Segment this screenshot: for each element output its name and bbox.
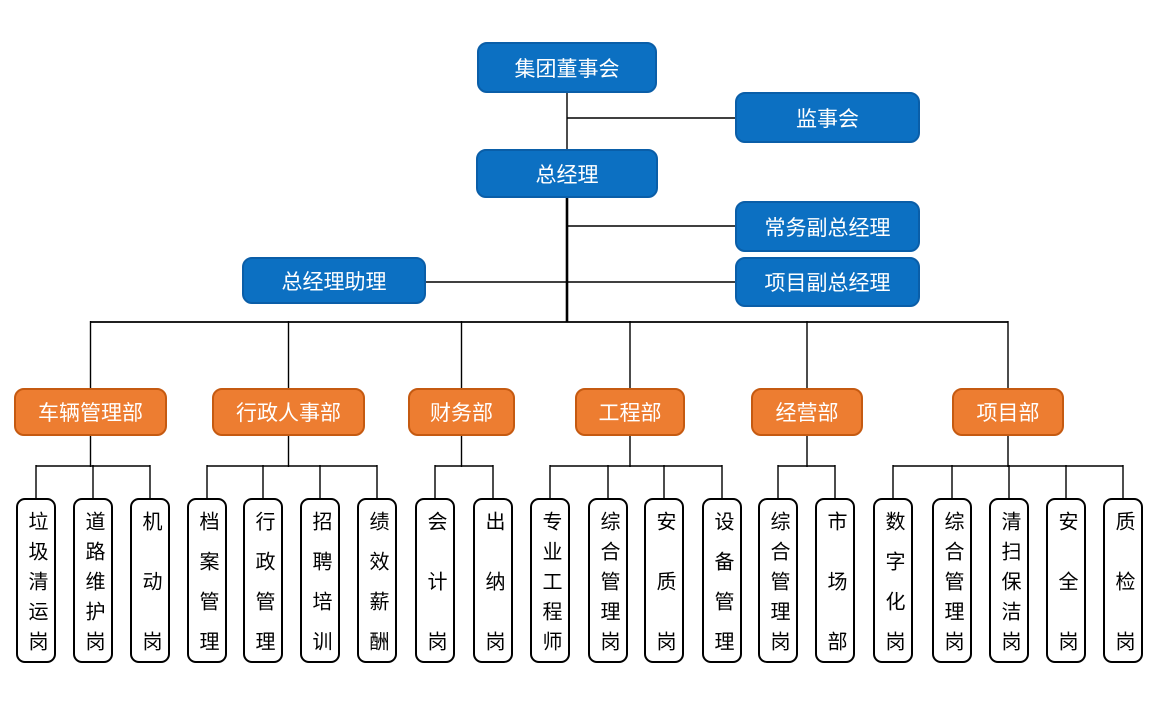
position-node: 会计岗 xyxy=(415,498,455,663)
position-node: 市场部 xyxy=(815,498,855,663)
position-node: 清扫保洁岗 xyxy=(989,498,1029,663)
position-label: 综合管理岗 xyxy=(767,510,789,651)
position-label: 数字化岗 xyxy=(882,510,904,651)
position-node: 设备管理 xyxy=(702,498,742,663)
dept-vehicle-management: 车辆管理部 xyxy=(14,388,167,436)
dept-admin-hr: 行政人事部 xyxy=(212,388,365,436)
position-node: 质检岗 xyxy=(1103,498,1143,663)
position-label: 质检岗 xyxy=(1112,510,1134,651)
position-label: 综合管理岗 xyxy=(597,510,619,651)
position-node: 垃圾清运岗 xyxy=(16,498,56,663)
position-label: 机动岗 xyxy=(139,510,161,651)
dept-finance: 财务部 xyxy=(408,388,515,436)
position-node: 专业工程师 xyxy=(530,498,570,663)
dept-engineering: 工程部 xyxy=(575,388,685,436)
position-label: 档案管理 xyxy=(196,510,218,651)
dept-operations: 经营部 xyxy=(751,388,863,436)
position-node: 安全岗 xyxy=(1046,498,1086,663)
position-node: 档案管理 xyxy=(187,498,227,663)
position-node: 安质岗 xyxy=(644,498,684,663)
node-executive-deputy-gm: 常务副总经理 xyxy=(735,201,920,252)
node-project-deputy-gm: 项目副总经理 xyxy=(735,257,920,307)
position-label: 清扫保洁岗 xyxy=(998,510,1020,651)
position-label: 专业工程师 xyxy=(539,510,561,651)
position-label: 会计岗 xyxy=(424,510,446,651)
node-general-manager: 总经理 xyxy=(476,149,658,198)
position-node: 道路维护岗 xyxy=(73,498,113,663)
position-label: 安质岗 xyxy=(653,510,675,651)
position-node: 行政管理 xyxy=(243,498,283,663)
position-node: 数字化岗 xyxy=(873,498,913,663)
position-label: 招聘培训 xyxy=(309,510,331,651)
position-label: 综合管理岗 xyxy=(941,510,963,651)
position-label: 垃圾清运岗 xyxy=(25,510,47,651)
position-node: 综合管理岗 xyxy=(932,498,972,663)
position-node: 综合管理岗 xyxy=(588,498,628,663)
position-label: 道路维护岗 xyxy=(82,510,104,651)
node-gm-assistant: 总经理助理 xyxy=(242,257,426,304)
position-label: 设备管理 xyxy=(711,510,733,651)
position-node: 绩效薪酬 xyxy=(357,498,397,663)
position-label: 绩效薪酬 xyxy=(366,510,388,651)
position-label: 市场部 xyxy=(824,510,846,651)
position-label: 出纳岗 xyxy=(482,510,504,651)
node-supervisory-board: 监事会 xyxy=(735,92,920,143)
position-node: 招聘培训 xyxy=(300,498,340,663)
position-node: 综合管理岗 xyxy=(758,498,798,663)
dept-projects: 项目部 xyxy=(952,388,1064,436)
position-label: 行政管理 xyxy=(252,510,274,651)
position-label: 安全岗 xyxy=(1055,510,1077,651)
position-node: 出纳岗 xyxy=(473,498,513,663)
node-board-of-directors: 集团董事会 xyxy=(477,42,657,93)
position-node: 机动岗 xyxy=(130,498,170,663)
